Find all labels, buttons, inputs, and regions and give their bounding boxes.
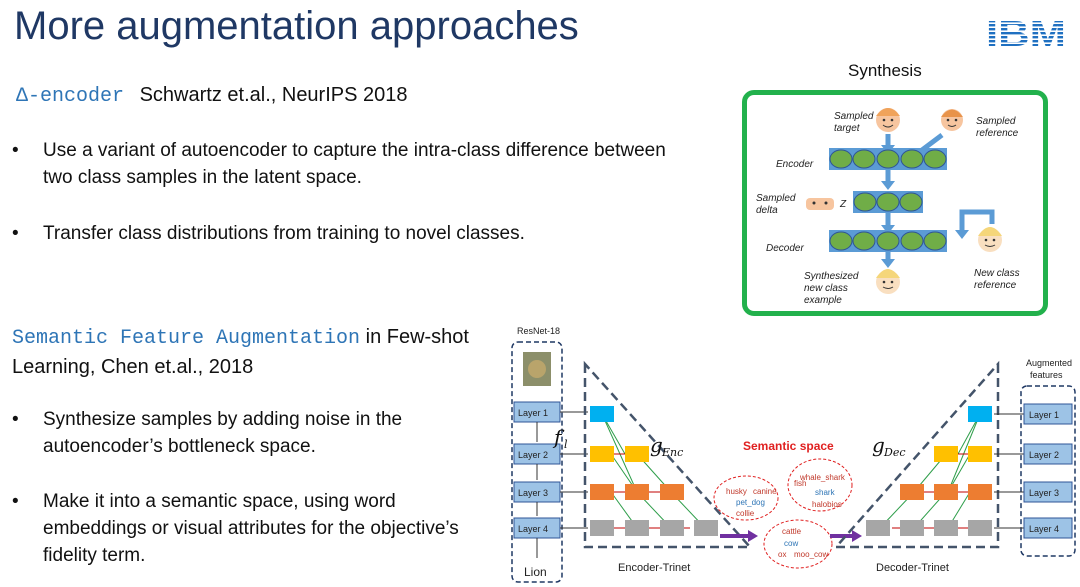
- svg-text:Semantic space: Semantic space: [743, 439, 834, 453]
- svg-text:ox: ox: [778, 550, 786, 559]
- svg-text:reference: reference: [974, 280, 1017, 291]
- augmented-layers: Layer 1 Layer 2 Layer 3 Layer 4: [1023, 403, 1073, 539]
- bullet-item: • Use a variant of autoencoder to captur…: [12, 140, 666, 188]
- svg-text:whale_shark: whale_shark: [799, 473, 846, 482]
- semantic-augmentation-header: Semantic Feature Augmentation in Few-sho…: [12, 323, 469, 381]
- delta-encoder-method: Δ-encoder: [16, 85, 125, 108]
- svg-text:ResNet-18: ResNet-18: [517, 326, 560, 336]
- svg-text:Layer 1: Layer 1: [1029, 410, 1059, 420]
- svg-text:Layer 4: Layer 4: [1029, 524, 1059, 534]
- semantic-augmentation-citation-b: Learning, Chen et.al., 2018: [12, 356, 254, 378]
- svg-text:Encoder-Trinet: Encoder-Trinet: [618, 562, 690, 574]
- delta-encoder-header: Δ-encoder Schwartz et.al., NeurIPS 2018: [16, 84, 408, 108]
- svg-text:collie: collie: [736, 509, 755, 518]
- svg-text:example: example: [804, 295, 842, 306]
- svg-text:g: g: [650, 433, 663, 457]
- svg-text:target: target: [834, 123, 861, 134]
- resnet-layers: Layer 1 Layer 2 Layer 3 Layer 4: [513, 401, 561, 539]
- svg-text:Layer 2: Layer 2: [1029, 450, 1059, 460]
- svg-text:features: features: [1030, 370, 1063, 380]
- bullet-item: • Transfer class distributions from trai…: [12, 223, 525, 244]
- svg-text:Encoder: Encoder: [776, 159, 814, 170]
- svg-text:Layer 2: Layer 2: [518, 450, 548, 460]
- bullet-item: • Synthesize samples by adding noise in …: [12, 409, 403, 457]
- svg-text:husky: husky: [726, 487, 747, 496]
- svg-text:Layer 4: Layer 4: [518, 524, 548, 534]
- svg-text:g: g: [872, 433, 885, 457]
- face-icon: [806, 198, 834, 210]
- ibm-logo: IBM: [986, 16, 1066, 48]
- svg-text:Lion: Lion: [524, 565, 547, 579]
- svg-text:new class: new class: [804, 283, 848, 294]
- svg-text:Layer 1: Layer 1: [518, 408, 548, 418]
- svg-text:New class: New class: [974, 268, 1020, 279]
- svg-text:Sampled: Sampled: [976, 116, 1016, 127]
- svg-text:halobios: halobios: [812, 500, 842, 509]
- face-icon: [876, 108, 900, 132]
- svg-text:delta: delta: [756, 205, 778, 216]
- trinet-diagram: ResNet-18 Layer 1 Layer 2 Layer 3 Layer …: [511, 326, 1076, 583]
- svg-text:moo_cow: moo_cow: [794, 550, 828, 559]
- semantic-augmentation-citation-a: in Few-shot: [360, 326, 469, 348]
- delta-encoder-citation: Schwartz et.al., NeurIPS 2018: [139, 84, 408, 106]
- svg-text:Decoder-Trinet: Decoder-Trinet: [876, 562, 949, 574]
- face-icon: [941, 109, 963, 131]
- svg-text:Z: Z: [839, 199, 847, 210]
- bullet-item: • Make it into a semantic space, using w…: [12, 491, 459, 566]
- svg-text:cattle: cattle: [782, 527, 802, 536]
- svg-text:IBM: IBM: [986, 16, 1066, 48]
- svg-text:Augmented: Augmented: [1026, 358, 1072, 368]
- svg-text:Dec: Dec: [883, 446, 906, 459]
- svg-text:canine: canine: [753, 487, 777, 496]
- face-icon: [876, 269, 900, 294]
- synthesis-frame: [742, 90, 1048, 316]
- svg-text:Layer 3: Layer 3: [518, 488, 548, 498]
- svg-text:cow: cow: [784, 539, 798, 548]
- svg-text:Decoder: Decoder: [766, 243, 804, 254]
- slide-title: More augmentation approaches: [14, 4, 579, 48]
- svg-text:pet_dog: pet_dog: [736, 498, 765, 507]
- svg-text:Sampled: Sampled: [756, 193, 796, 204]
- svg-text:Enc: Enc: [661, 446, 683, 459]
- semantic-augmentation-method: Semantic Feature Augmentation: [12, 327, 361, 350]
- svg-text:fish: fish: [794, 479, 806, 488]
- svg-text:Layer 3: Layer 3: [1029, 488, 1059, 498]
- svg-text:shark: shark: [815, 488, 836, 497]
- svg-text:l: l: [564, 438, 568, 451]
- face-icon: [978, 227, 1002, 252]
- synthesis-diagram: Sampled target Sampled reference Encoder…: [756, 108, 1020, 306]
- svg-text:Sampled: Sampled: [834, 111, 874, 122]
- synthesis-label: Synthesis: [848, 61, 922, 80]
- svg-text:Synthesized: Synthesized: [804, 271, 859, 282]
- svg-text:reference: reference: [976, 128, 1019, 139]
